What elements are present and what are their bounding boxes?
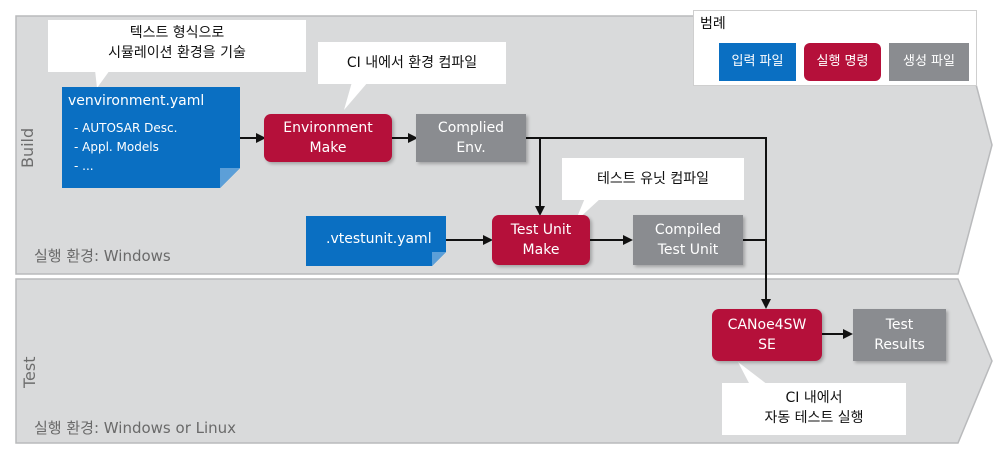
- test-results-node: Test Results: [853, 309, 946, 361]
- callout-bubble-ci-auto-test: [722, 362, 906, 435]
- venv-yaml-title: venvironment.yaml: [68, 93, 205, 109]
- legend-item-command: 실행 명령: [804, 43, 881, 81]
- venv-yaml-item: - Appl. Models: [74, 140, 159, 154]
- test-env-label: 실행 환경: Windows or Linux: [34, 419, 237, 437]
- callout-bubble-text-format: [48, 20, 306, 88]
- callout-ci-env-compile: CI 내에서 환경 컴파일: [346, 55, 478, 71]
- vtestunit-yaml-label: .vtestunit.yaml: [326, 231, 432, 247]
- compiled-test-unit-node: Compiled Test Unit: [633, 215, 743, 265]
- venv-yaml-item: - AUTOSAR Desc.: [74, 121, 178, 135]
- lane-label-build: Build: [18, 127, 37, 168]
- arrow-compliedenv-to-canoe: [526, 137, 771, 309]
- canoe4sw-se-node: CANoe4SW SE: [712, 309, 822, 361]
- lane-label-test: Test: [20, 356, 39, 388]
- legend-item-generated: 생성 파일: [889, 43, 969, 81]
- callout-test-unit-compile: 테스트 유닛 컴파일: [597, 171, 709, 187]
- legend-title: 범례: [700, 16, 726, 32]
- build-env-label: 실행 환경: Windows: [34, 247, 171, 265]
- legend: 범례 입력 파일 실행 명령 생성 파일: [693, 10, 977, 86]
- callout-bubble-test-unit-compile: [562, 158, 744, 222]
- callout-ci-auto-test: CI 내에서 자동 테스트 실행: [764, 390, 864, 426]
- venv-yaml-item: - ...: [74, 159, 94, 173]
- vtestunit-yaml-document-shape: [306, 216, 446, 266]
- environment-make-node: Environment Make: [264, 114, 392, 162]
- complied-env-node: Complied Env.: [416, 114, 526, 162]
- venv-yaml-page-fold: [220, 168, 240, 188]
- callout-bubble-ci-env-compile: [318, 42, 506, 110]
- test-unit-make-node: Test Unit Make: [492, 215, 590, 265]
- legend-item-input: 입력 파일: [719, 43, 796, 81]
- vtestunit-yaml-page-fold: [432, 252, 446, 266]
- venv-yaml-document-shape: [62, 87, 240, 188]
- callout-text-format: 텍스트 형식으로 시뮬레이션 환경을 기술: [108, 25, 246, 61]
